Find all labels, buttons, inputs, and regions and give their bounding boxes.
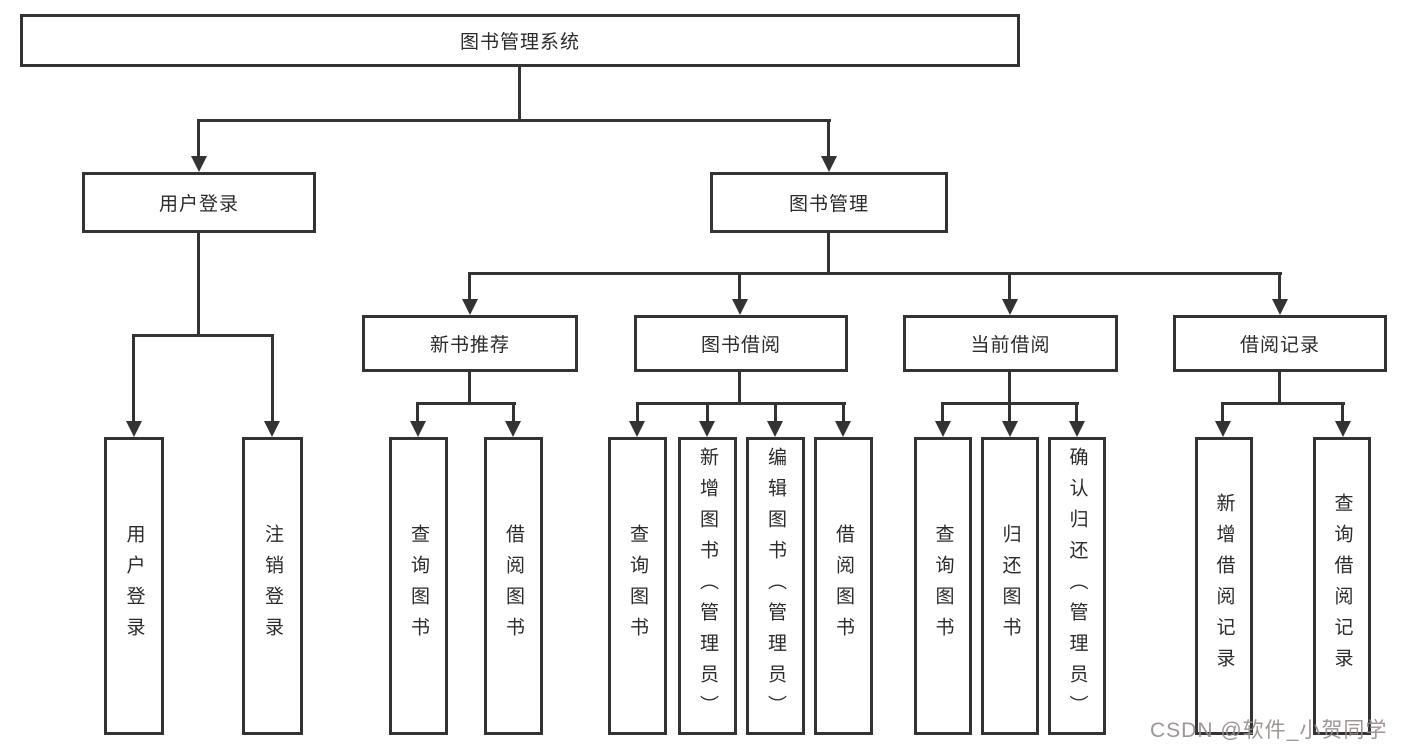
- leaf-add-books-admin: 新增图书（管理员）: [678, 437, 737, 735]
- arrowhead-icon: [505, 421, 521, 437]
- node-new-book-recommend: 新书推荐: [362, 315, 578, 372]
- arrowhead-icon: [410, 421, 426, 437]
- arrowhead-icon: [126, 421, 142, 437]
- leaf-query-books-borrow: 查询图书: [608, 437, 667, 735]
- leaf-label: 用户登录: [123, 524, 145, 648]
- node-label: 新书推荐: [429, 335, 510, 356]
- node-label: 图书管理: [788, 194, 869, 215]
- connector-line: [197, 119, 831, 122]
- arrowhead-icon: [821, 156, 837, 172]
- leaf-edit-books-admin: 编辑图书（管理员）: [746, 437, 805, 735]
- leaf-add-borrow-record: 新增借阅记录: [1195, 437, 1253, 735]
- leaf-label: 新增图书（管理员）: [697, 446, 718, 726]
- leaf-label: 归还图书: [999, 524, 1021, 648]
- leaf-label: 编辑图书（管理员）: [765, 446, 786, 726]
- connector-line: [842, 402, 845, 422]
- connector-line: [271, 334, 274, 422]
- leaf-user-login: 用户登录: [104, 437, 164, 735]
- connector-line: [1075, 402, 1078, 422]
- node-borrow-records: 借阅记录: [1173, 315, 1387, 372]
- leaf-confirm-return-admin: 确认归还（管理员）: [1048, 437, 1106, 735]
- arrowhead-icon: [629, 421, 645, 437]
- connector-line: [416, 402, 419, 422]
- leaf-label: 注销登录: [262, 524, 283, 648]
- connector-line: [416, 402, 516, 405]
- leaf-query-books-current: 查询图书: [914, 437, 972, 735]
- connector-line: [774, 402, 777, 422]
- leaf-borrow-books: 借阅图书: [814, 437, 873, 735]
- node-book-management: 图书管理: [710, 172, 948, 233]
- arrowhead-icon: [732, 299, 748, 315]
- node-root-label: 图书管理系统: [459, 32, 580, 53]
- connector-line: [827, 233, 830, 275]
- leaf-label: 借阅图书: [503, 524, 524, 648]
- leaf-query-books-recommend: 查询图书: [389, 437, 448, 735]
- node-label: 当前借阅: [970, 335, 1051, 356]
- connector-line: [1221, 402, 1224, 422]
- arrowhead-icon: [767, 421, 783, 437]
- arrowhead-icon: [1002, 421, 1018, 437]
- connector-line: [1278, 272, 1281, 301]
- connector-line: [706, 402, 709, 422]
- connector-line: [636, 402, 639, 422]
- connector-line: [941, 402, 944, 422]
- leaf-label: 查询图书: [408, 524, 429, 648]
- connector-line: [468, 272, 471, 301]
- node-root: 图书管理系统: [20, 14, 1020, 67]
- connector-line: [468, 272, 1282, 275]
- leaf-label: 确认归还（管理员）: [1066, 446, 1088, 726]
- connector-line: [1008, 372, 1011, 405]
- connector-line: [1278, 372, 1281, 405]
- arrowhead-icon: [1272, 299, 1288, 315]
- arrowhead-icon: [1069, 421, 1085, 437]
- connector-line: [1221, 402, 1345, 405]
- arrowhead-icon: [835, 421, 851, 437]
- arrowhead-icon: [699, 421, 715, 437]
- connector-line: [738, 372, 741, 405]
- connector-line: [197, 119, 200, 157]
- arrowhead-icon: [1215, 421, 1231, 437]
- arrowhead-icon: [1002, 299, 1018, 315]
- leaf-label: 查询借阅记录: [1331, 493, 1353, 679]
- node-label: 图书借阅: [700, 335, 781, 356]
- connector-line: [827, 119, 830, 157]
- arrowhead-icon: [1335, 421, 1351, 437]
- leaf-label: 借阅图书: [833, 524, 854, 648]
- arrowhead-icon: [462, 299, 478, 315]
- node-label: 借阅记录: [1239, 335, 1320, 356]
- leaf-borrow-books-recommend: 借阅图书: [484, 437, 543, 735]
- leaf-label: 新增借阅记录: [1213, 493, 1235, 679]
- leaf-label: 查询图书: [932, 524, 954, 648]
- csdn-watermark: CSDN @软件_小贺同学: [1150, 719, 1388, 742]
- connector-line: [512, 402, 515, 422]
- connector-line: [1341, 402, 1344, 422]
- arrowhead-icon: [191, 156, 207, 172]
- leaf-query-borrow-record: 查询借阅记录: [1313, 437, 1371, 735]
- connector-line: [1008, 402, 1011, 422]
- arrowhead-icon: [264, 421, 280, 437]
- connector-line: [636, 402, 846, 405]
- leaf-logout: 注销登录: [242, 437, 303, 735]
- node-book-borrow: 图书借阅: [634, 315, 848, 372]
- connector-line: [738, 272, 741, 301]
- connector-line: [1008, 272, 1011, 301]
- connector-line: [197, 233, 200, 337]
- node-label: 用户登录: [158, 194, 239, 215]
- leaf-label: 查询图书: [627, 524, 648, 648]
- node-user-login: 用户登录: [82, 172, 316, 233]
- connector-line: [518, 66, 521, 122]
- leaf-return-books: 归还图书: [981, 437, 1039, 735]
- connector-line: [468, 372, 471, 405]
- connector-line: [132, 334, 274, 337]
- arrowhead-icon: [935, 421, 951, 437]
- connector-line: [132, 334, 135, 422]
- node-current-borrow: 当前借阅: [903, 315, 1118, 372]
